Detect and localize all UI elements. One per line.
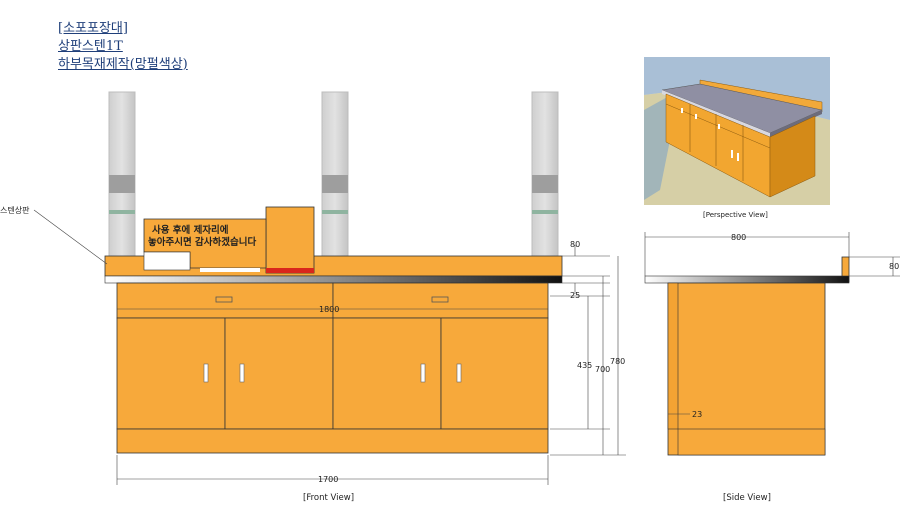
title-product: [소포포장대] bbox=[58, 21, 128, 36]
drawer-handle-left bbox=[215, 296, 233, 303]
side-cabinet bbox=[667, 282, 826, 456]
drawer-handle-right bbox=[431, 296, 449, 303]
perspective-caption: [Perspective View] bbox=[703, 211, 768, 219]
dim-front-cabinet-height: 435 bbox=[577, 361, 592, 370]
notice-text-1: 사용 후에 제자리에 bbox=[152, 224, 229, 236]
front-pillars bbox=[108, 91, 559, 276]
side-stainless-top bbox=[644, 275, 850, 284]
dim-front-body-height: 700 bbox=[595, 365, 610, 374]
front-stainless-top bbox=[104, 275, 563, 284]
perspective-image bbox=[644, 57, 830, 205]
side-view bbox=[644, 256, 850, 456]
dim-side-backsplash: 80 bbox=[889, 262, 899, 271]
stainless-top-label: 스텐상판 bbox=[0, 205, 30, 215]
dim-front-base-width: 1700 bbox=[318, 475, 338, 484]
dim-front-top-width: 1800 bbox=[319, 305, 339, 314]
pillar-left-band bbox=[109, 175, 135, 193]
side-dimension-lines bbox=[644, 232, 900, 415]
title-top-spec: 상판스텐1T bbox=[58, 39, 123, 54]
front-dimension-lines bbox=[116, 245, 626, 485]
notice-text-2: 놓아주시면 감사하겠습니다 bbox=[148, 236, 256, 248]
notice-sign: 사용 후에 제자리에 놓아주시면 감사하겠습니다 bbox=[143, 206, 315, 274]
front-view-caption: [Front View] bbox=[303, 493, 354, 503]
dim-front-total-height: 780 bbox=[610, 357, 625, 366]
dim-front-top-thickness: 80 bbox=[570, 240, 580, 249]
front-drawers bbox=[116, 282, 549, 319]
dim-side-inset: 23 bbox=[692, 410, 702, 419]
front-doors bbox=[116, 317, 549, 430]
side-view-caption: [Side View] bbox=[723, 493, 771, 503]
front-kickplate bbox=[116, 428, 549, 454]
dim-side-depth: 800 bbox=[731, 233, 746, 242]
dim-front-drawer: 25 bbox=[570, 291, 580, 300]
title-block: [소포포장대] 상판스텐1T 하부목재제작(망펄색상) bbox=[58, 20, 188, 74]
title-bottom-spec: 하부목재제작(망펄색상) bbox=[58, 57, 188, 72]
